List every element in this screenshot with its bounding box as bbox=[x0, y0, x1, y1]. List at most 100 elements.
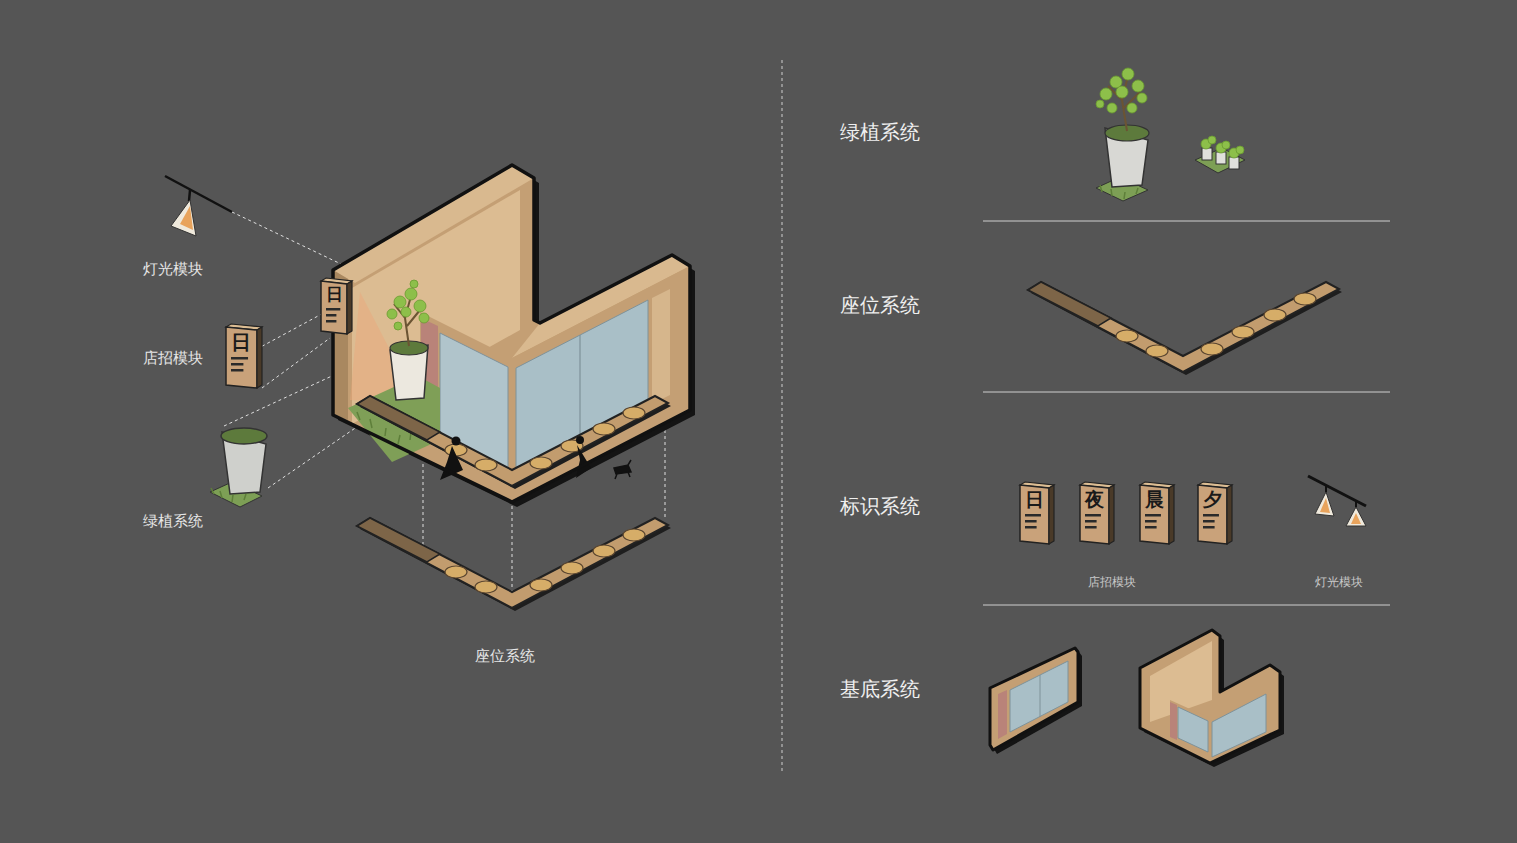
sign-bar bbox=[1203, 514, 1219, 517]
sign-character: 夕 bbox=[1203, 490, 1222, 509]
label-holder: 绿植系统 bbox=[143, 511, 203, 530]
sign-bar bbox=[326, 320, 336, 323]
part-label: 座位系统 bbox=[840, 293, 920, 317]
sign-side bbox=[1049, 485, 1054, 544]
row-rule bbox=[983, 221, 1390, 222]
sign-side bbox=[257, 327, 262, 388]
small-planter bbox=[1195, 136, 1245, 173]
small-planter bbox=[1222, 141, 1230, 149]
part-label: 标识系统 bbox=[840, 494, 920, 518]
sign-bar bbox=[1025, 526, 1037, 529]
people-silhouette bbox=[452, 437, 461, 446]
lamp-module bbox=[189, 190, 190, 201]
sign-bar bbox=[1145, 526, 1157, 529]
sign-face bbox=[226, 327, 257, 388]
label-holder: 座位系统 bbox=[840, 293, 920, 317]
potted-tree bbox=[394, 322, 402, 330]
leader-connector bbox=[262, 314, 321, 346]
leader-line bbox=[262, 338, 330, 388]
part-label: 绿植系统 bbox=[840, 120, 920, 144]
kiosk-building bbox=[333, 165, 690, 502]
lamp-module bbox=[1315, 492, 1334, 516]
sign-plaque: 日 bbox=[226, 324, 262, 388]
wall-panel bbox=[990, 648, 1078, 750]
sign-bar bbox=[326, 314, 336, 317]
sign-face bbox=[321, 281, 347, 334]
sign-character: 晨 bbox=[1145, 490, 1164, 509]
part-label: 店招模块 bbox=[143, 349, 203, 367]
people-silhouette bbox=[440, 436, 631, 480]
label-holder: 灯光模块 bbox=[1315, 571, 1363, 590]
row-rule bbox=[983, 221, 1390, 605]
wall-panel bbox=[990, 648, 1082, 754]
people-silhouette bbox=[614, 460, 631, 479]
sign-side bbox=[1169, 485, 1174, 544]
sign-bar bbox=[1145, 520, 1157, 523]
part-label: 店招模块 bbox=[1088, 575, 1136, 589]
lamp-module bbox=[171, 200, 196, 236]
sign-face bbox=[1020, 485, 1049, 544]
potted-tree bbox=[1107, 103, 1117, 113]
lamp-module bbox=[165, 176, 232, 236]
kiosk-base bbox=[1212, 694, 1266, 757]
part-label: 座位系统 bbox=[475, 647, 535, 665]
sign-bar bbox=[1085, 514, 1101, 517]
kiosk-building bbox=[333, 165, 695, 507]
sign-bar bbox=[1203, 520, 1215, 523]
kiosk-building bbox=[652, 289, 670, 404]
sign-plaque: 日 bbox=[321, 278, 352, 334]
sign-bar bbox=[231, 363, 243, 366]
kiosk-base bbox=[1140, 630, 1280, 763]
seat-bench bbox=[357, 518, 671, 611]
kiosk-outline bbox=[333, 165, 690, 502]
label-holder: 绿植系统 bbox=[840, 120, 920, 144]
kiosk-base bbox=[1170, 702, 1177, 740]
sign-side bbox=[347, 281, 352, 334]
planter-module bbox=[210, 428, 267, 507]
sign-character: 日 bbox=[326, 286, 343, 303]
part-label: 灯光模块 bbox=[143, 260, 203, 278]
sign-side bbox=[1227, 485, 1232, 544]
small-planter bbox=[1202, 148, 1212, 160]
potted-tree bbox=[387, 280, 429, 400]
part-label: 绿植系统 bbox=[143, 512, 203, 530]
label-holder: 标识系统 bbox=[840, 494, 920, 518]
sign-plaque: 晨 bbox=[1140, 482, 1174, 544]
potted-tree bbox=[410, 280, 418, 288]
part-label: 灯光模块 bbox=[1315, 575, 1363, 589]
potted-tree bbox=[387, 309, 397, 319]
kiosk-base bbox=[1140, 630, 1280, 763]
sign-character: 日 bbox=[231, 332, 251, 352]
potted-tree bbox=[1100, 88, 1112, 100]
label-holder: 灯光模块 bbox=[143, 259, 203, 278]
seat-bench bbox=[1028, 282, 1342, 375]
kiosk-base bbox=[1140, 630, 1284, 767]
sign-bar bbox=[1025, 514, 1041, 517]
potted-tree bbox=[1096, 68, 1147, 113]
sign-face bbox=[1140, 485, 1169, 544]
sign-bar bbox=[1085, 526, 1097, 529]
potted-tree bbox=[1096, 68, 1149, 201]
lamp-module bbox=[1308, 476, 1366, 506]
small-planter bbox=[1229, 157, 1239, 169]
potted-tree bbox=[387, 280, 429, 330]
lamp-module bbox=[180, 206, 193, 230]
sign-face bbox=[1198, 485, 1227, 544]
sign-side bbox=[1109, 485, 1114, 544]
sign-bar bbox=[1203, 526, 1215, 529]
people-silhouette bbox=[576, 436, 584, 444]
lamp-module bbox=[1351, 513, 1361, 524]
small-planter bbox=[1208, 136, 1216, 144]
label-holder: 店招模块 bbox=[143, 348, 203, 367]
wall-panel bbox=[998, 690, 1007, 739]
label-holder: 基底系统 bbox=[840, 677, 920, 701]
planter-module bbox=[221, 428, 267, 444]
potted-tree bbox=[419, 313, 429, 323]
sign-character: 日 bbox=[1025, 490, 1044, 509]
potted-tree bbox=[1132, 80, 1144, 92]
